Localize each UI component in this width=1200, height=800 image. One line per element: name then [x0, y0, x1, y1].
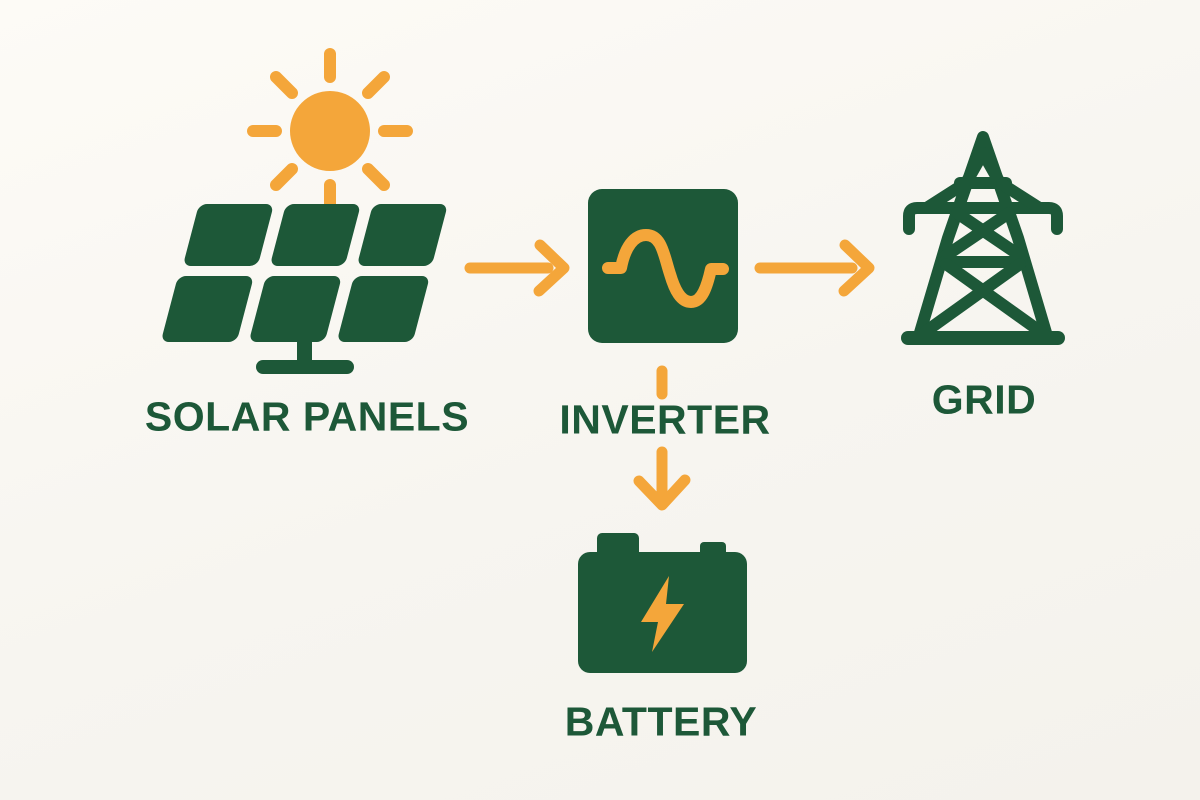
- panel-cell: [184, 204, 273, 266]
- panel-stand-post: [297, 330, 312, 367]
- lightning-bolt-icon: [641, 576, 684, 652]
- sun-icon: [247, 48, 413, 214]
- panel-cell: [250, 276, 341, 342]
- panel-cell: [358, 204, 447, 266]
- panel-cell: [271, 204, 360, 266]
- arrow-down-icon: [633, 365, 691, 511]
- sine-wave: [602, 229, 729, 308]
- arrow-right-icon: [754, 239, 875, 297]
- grid-label: GRID: [931, 376, 1037, 423]
- battery-icon: [578, 533, 747, 673]
- battery-label: BATTERY: [564, 698, 758, 745]
- solar-panels-label: SOLAR PANELS: [144, 393, 470, 440]
- sine-wave-inverter-icon: [588, 189, 738, 343]
- solar-panel-icon: [162, 204, 447, 374]
- arrow-right-icon: [464, 239, 570, 297]
- panel-cell: [338, 276, 429, 342]
- inverter-label: INVERTER: [559, 396, 771, 443]
- panel-cell: [162, 276, 253, 342]
- transmission-tower-icon: [901, 131, 1065, 345]
